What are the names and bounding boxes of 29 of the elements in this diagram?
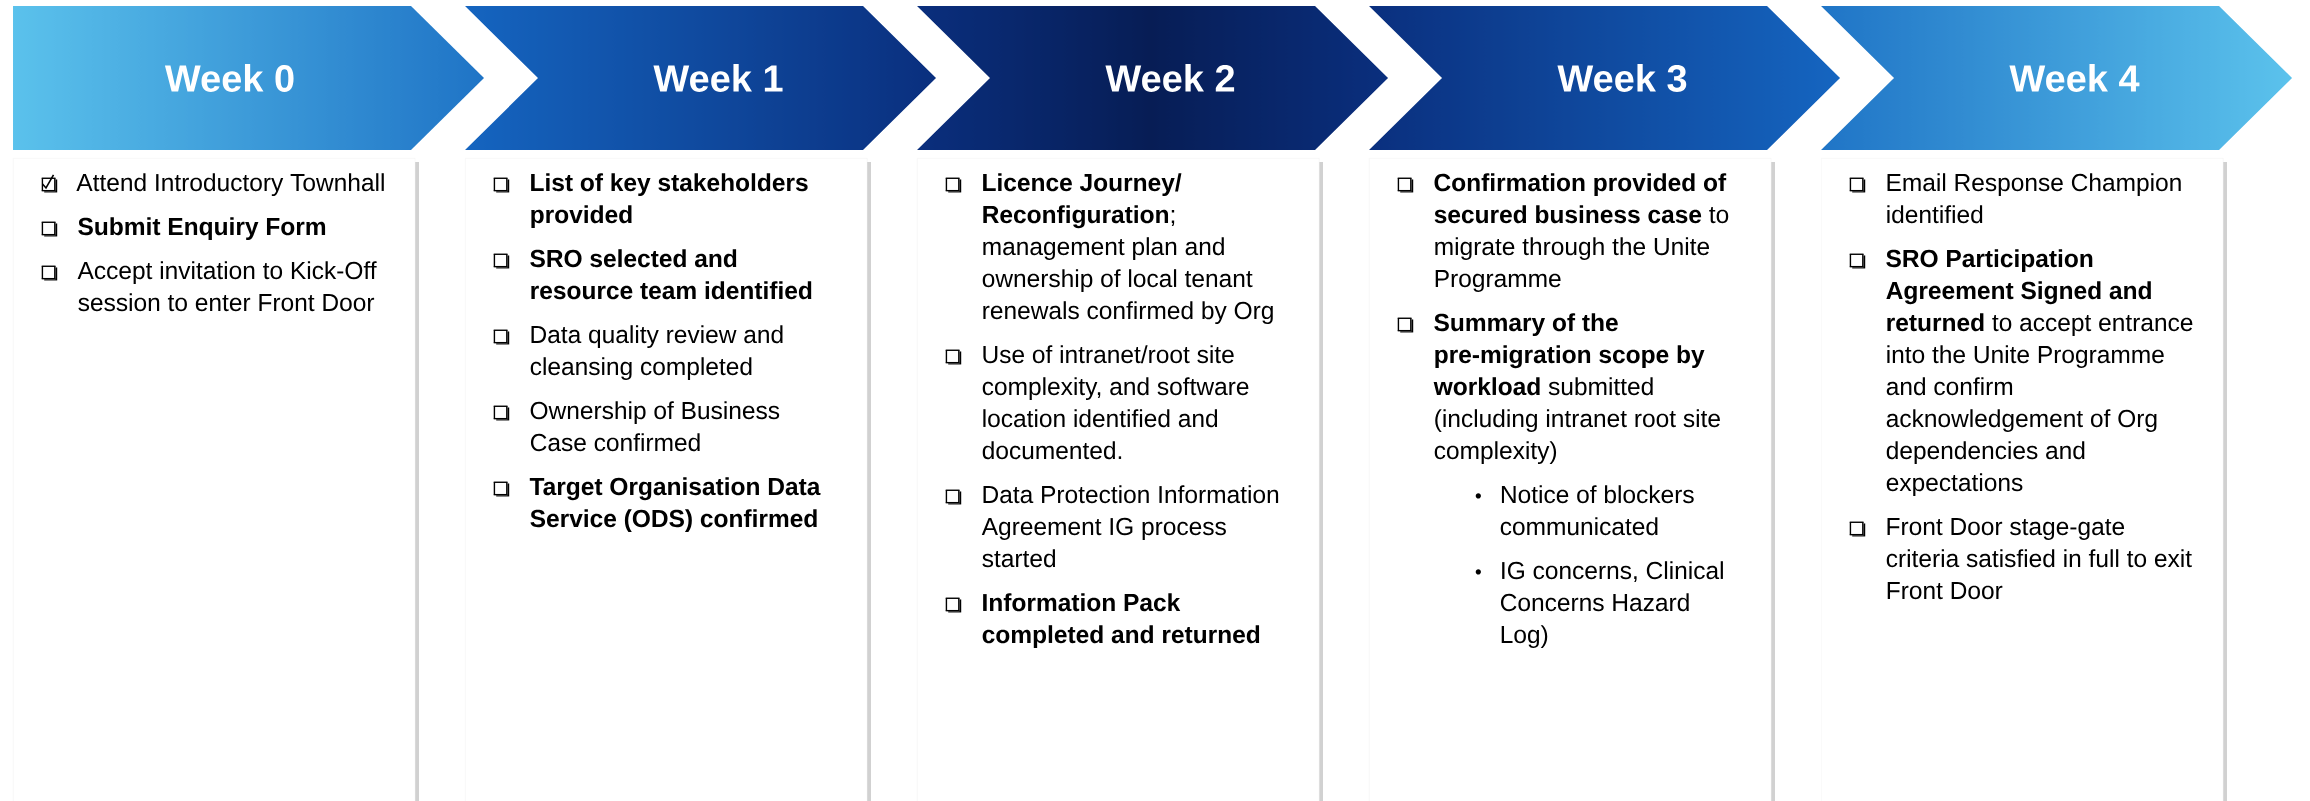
checklist-text: Use of intranet/root site complexity, and software location identified and documented.: [982, 345, 1249, 460]
chevron-arrow: Week 0: [164, 64, 294, 92]
chevron-arrow: Week 1: [653, 64, 783, 92]
checklist-text: Email Response Champion identified: [1887, 173, 2181, 224]
checklist-text: Summary of the pre-migration scope by workload submitted (including intranet root site complexity): [1433, 313, 1720, 465]
checklist-text: SRO Participation Agreement Signed and returned to accept entrance into the Unite Programme and confirm acknowledgement of Org dependencies and expectations: [1886, 249, 2193, 497]
checklist-text: Front Door stage-gate criteria satisfied in full to exit Front Door: [1886, 518, 2192, 600]
checklist-text: Notice of blockers communicated: [1500, 485, 1694, 536]
checklist-card: [13, 158, 419, 801]
checklist-text: Confirmation provided of secured business case to migrate through the Unite Programme: [1434, 173, 1729, 293]
checklist-card: [1369, 158, 1775, 801]
chevron-arrow: Week 4: [2009, 64, 2140, 92]
checklist-text: Attend Introductory Townhall: [76, 173, 384, 197]
checklist-text: SRO selected and resource team identified: [530, 249, 812, 300]
checklist-text: Data Protection Information Agreement IG process started: [981, 485, 1279, 568]
checklist-text: Target Organisation Data Service (ODS) confirmed: [529, 477, 821, 533]
checklist-text: IG concerns, Clinical Concerns Hazard Log): [1500, 561, 1723, 649]
checklist-text: Information Pack completed and returned: [982, 593, 1260, 649]
chevron-arrow: Week 3: [1557, 64, 1687, 92]
checklist-text: Licence Journey/ Reconfiguration; management plan and ownership of local tenant renewals confirmed by Org: [982, 173, 1273, 325]
checklist-text: List of key stakeholders provided: [531, 173, 808, 229]
checklist-text: Ownership of Business Case confirmed: [530, 401, 780, 452]
checklist-card: [465, 158, 871, 801]
checklist-card: [1821, 158, 2227, 801]
checklist-card: [917, 158, 1323, 801]
chevron-arrow: Week 2: [1105, 64, 1235, 92]
checklist-text: Submit Enquiry Form: [78, 217, 326, 241]
checklist-text: Accept invitation to Kick-Off session to enter Front Door: [77, 261, 377, 312]
checklist-text: Data quality review and cleansing completed: [530, 325, 783, 381]
